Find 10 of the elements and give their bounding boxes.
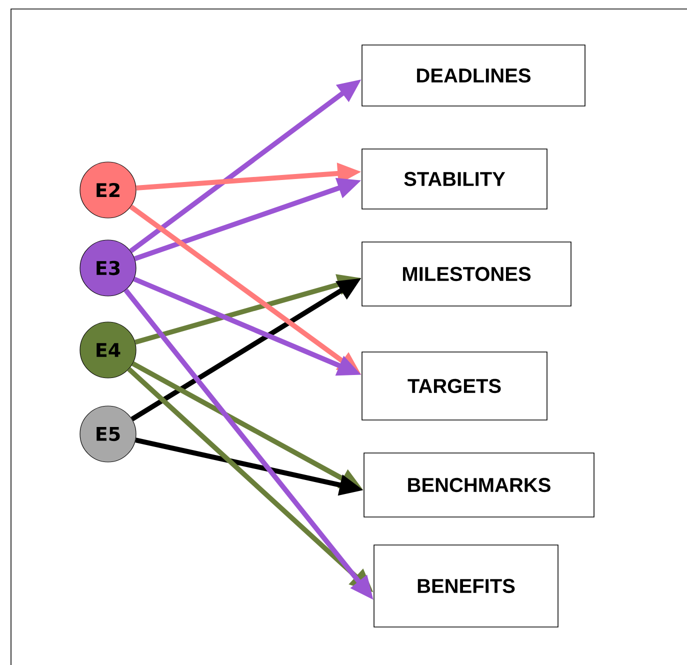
label-box: TARGETS [362, 352, 548, 420]
label-box: MILESTONES [362, 242, 572, 306]
circle-node: E5 [80, 406, 136, 462]
label-box: DEADLINES [362, 44, 586, 106]
label-box: BENEFITS [374, 544, 558, 628]
circle-node: E4 [80, 322, 136, 378]
circle-node: E2 [80, 162, 136, 218]
label-box: STABILITY [362, 148, 548, 210]
circle-node: E3 [80, 240, 136, 296]
label-box: BENCHMARKS [364, 452, 594, 518]
